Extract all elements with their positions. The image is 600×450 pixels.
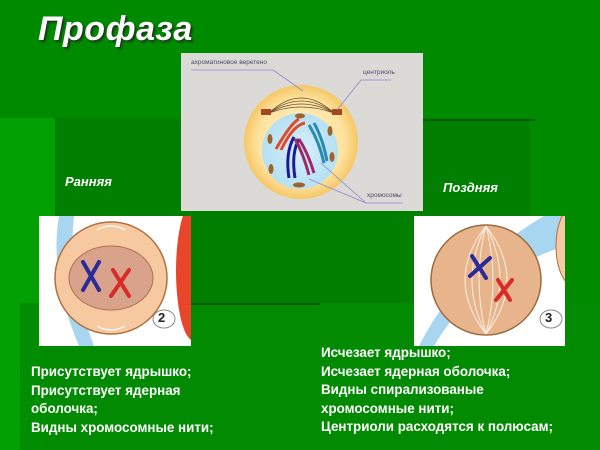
prophase-cell-diagram: ахроматиновое веретено центриоль хромосо… (181, 53, 423, 211)
late-fact: Видны спирализованые (321, 382, 484, 397)
early-facts: Присутствует ядрышко; Присутствует ядерн… (31, 363, 214, 437)
centriole-left (261, 109, 271, 115)
late-fact: хромосомные нити; (321, 400, 454, 416)
label-centriole: центриоль (363, 69, 395, 76)
late-fact: Исчезает ядрышко; (321, 345, 451, 360)
late-prophase-image: 3 (414, 216, 565, 346)
slide-title: Профаза (38, 10, 193, 48)
late-fact: Исчезает ядерная оболочка; (321, 363, 511, 379)
early-prophase-label: Ранняя (65, 174, 112, 189)
late-prophase-label: Поздняя (443, 180, 498, 195)
early-fact: оболочка; (31, 401, 98, 416)
divider-line (190, 303, 320, 305)
late-facts: Исчезает ядрышко; Исчезает ядерная оболо… (321, 344, 553, 437)
early-badge: 2 (158, 310, 166, 325)
early-fact: Присутствует ядрышко; (31, 364, 192, 379)
centriole-right (332, 109, 342, 115)
late-badge: 3 (545, 310, 553, 325)
label-spindle: ахроматиновое веретено (191, 59, 267, 66)
label-chromosomes: хромосомы (367, 192, 402, 199)
early-fact: Присутствует ядерная (31, 382, 181, 398)
early-fact: Видны хромосомные нити; (31, 419, 214, 435)
early-prophase-image: 2 (39, 216, 191, 346)
late-fact: Центриоли расходятся к полюсам; (321, 419, 553, 434)
divider-line-right (423, 119, 535, 121)
